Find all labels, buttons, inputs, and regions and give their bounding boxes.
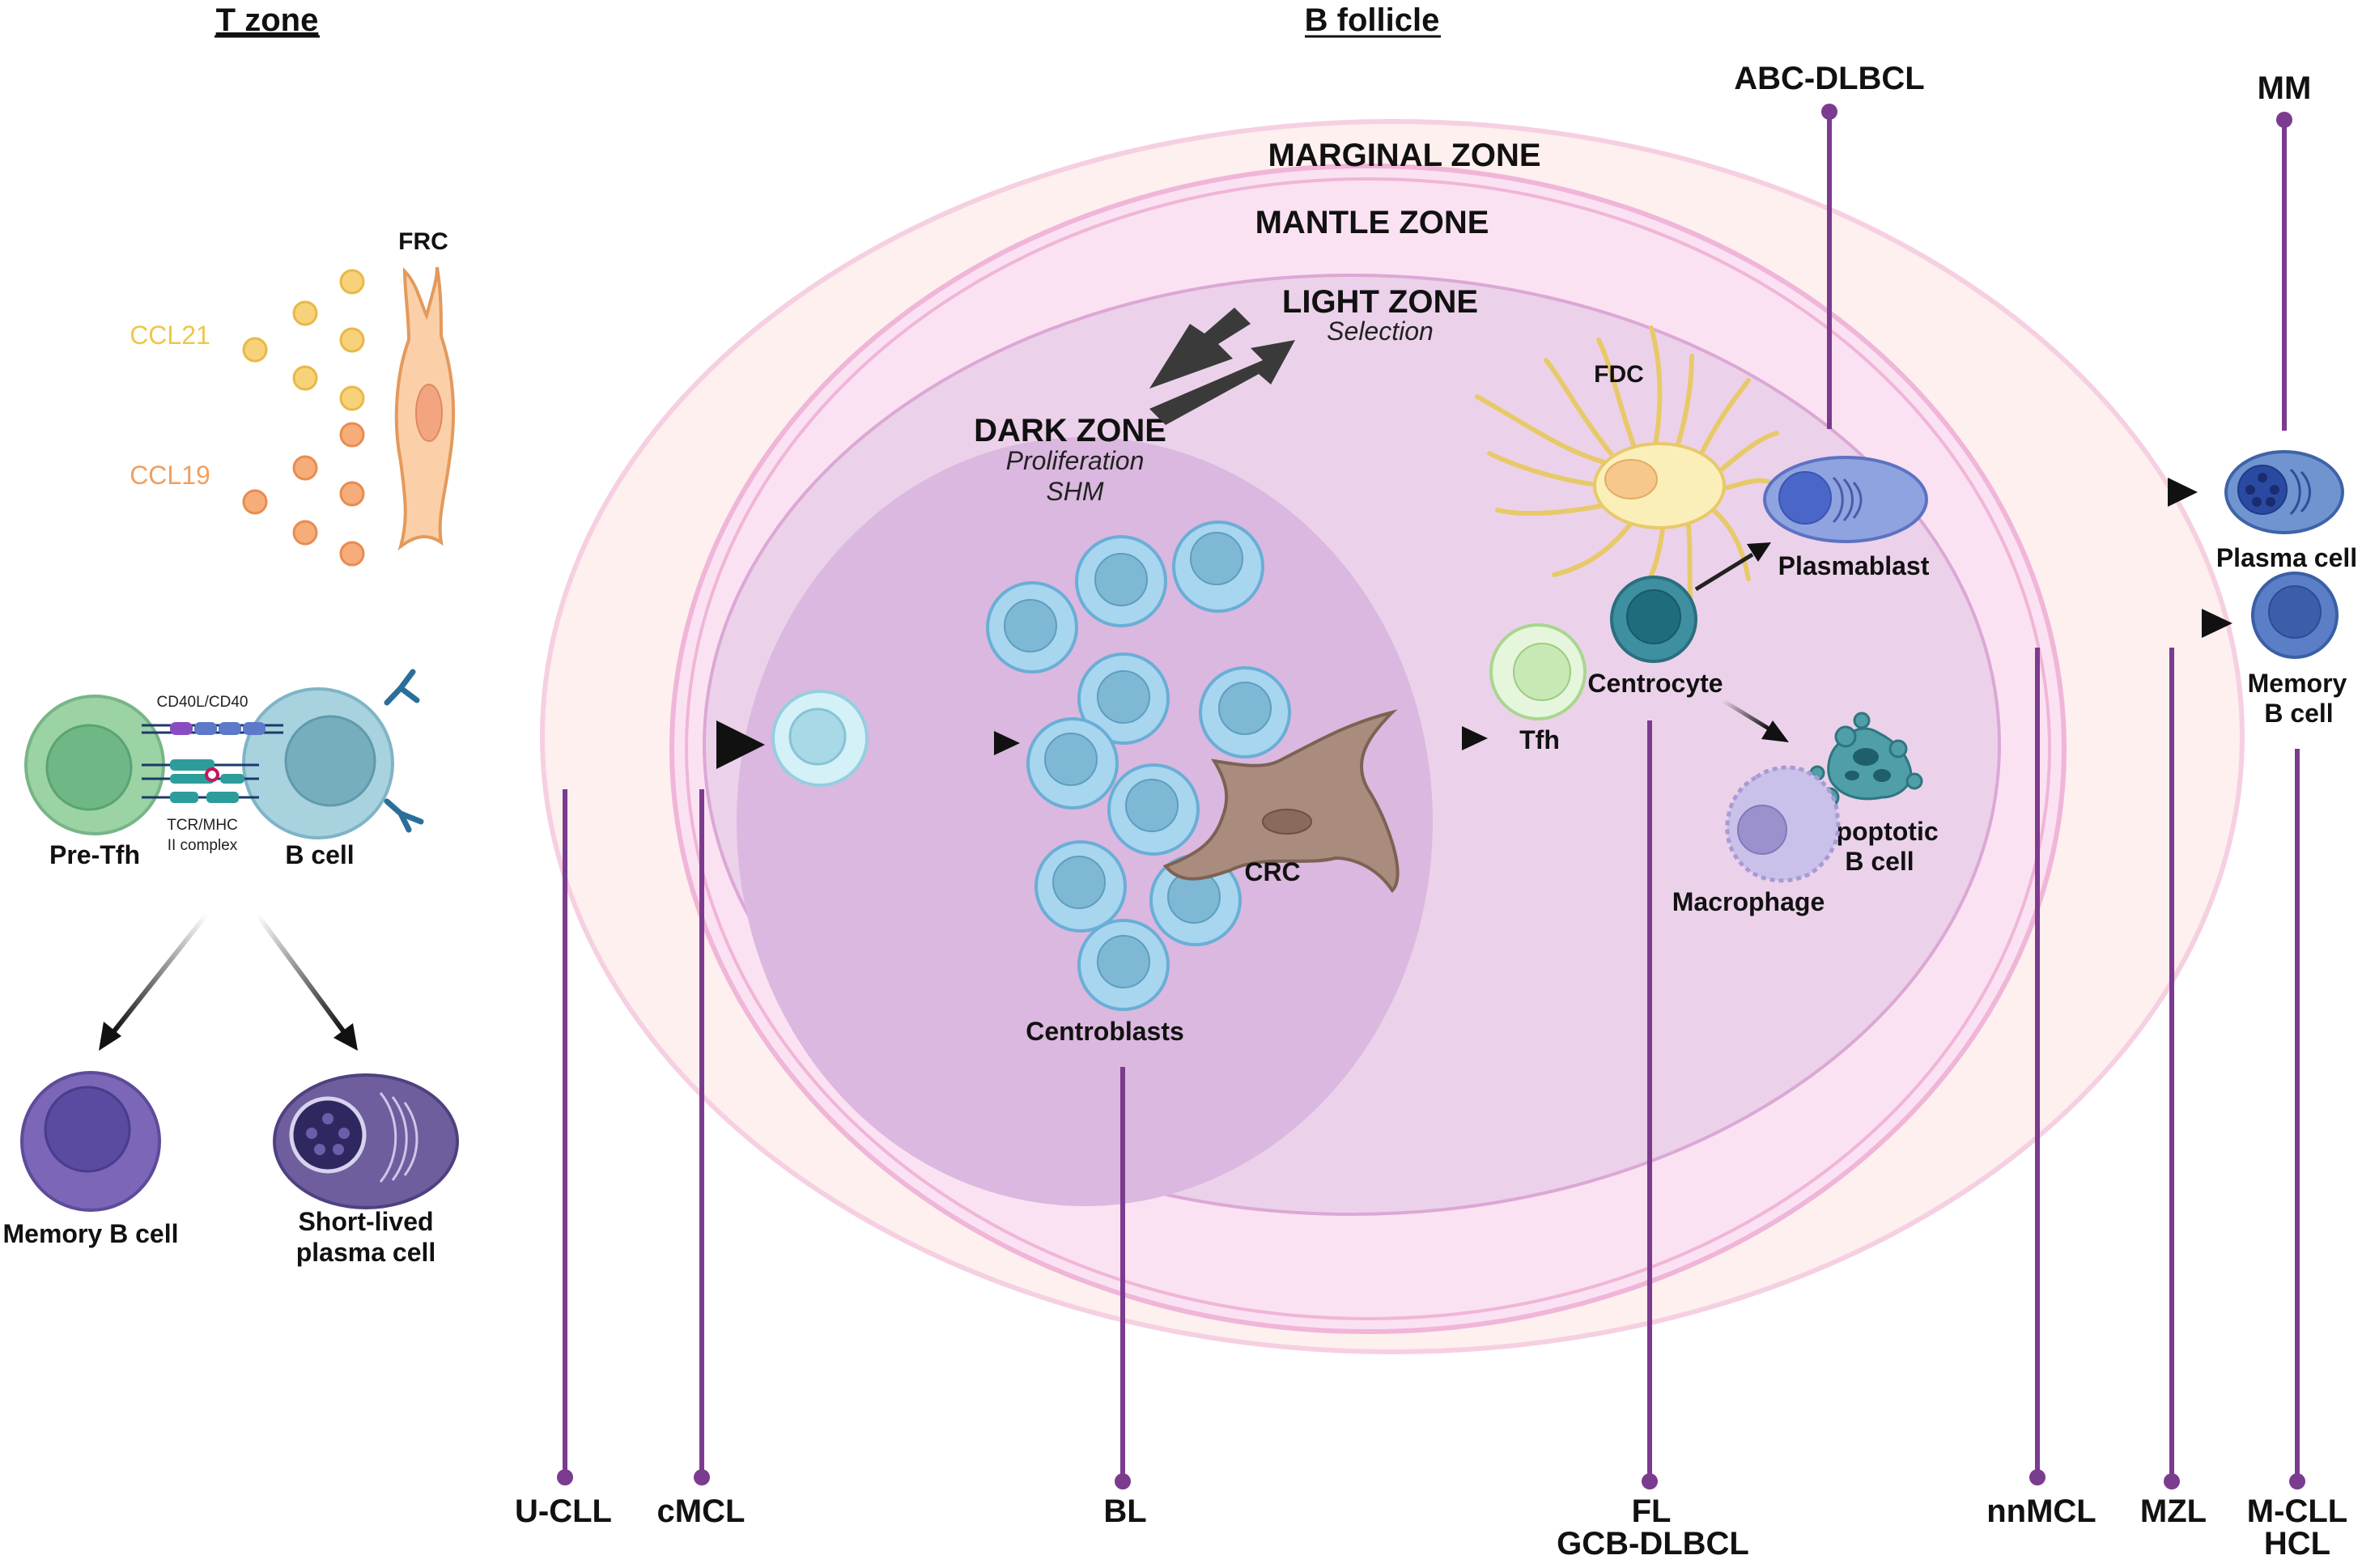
cd40-label: CD40L/CD40 xyxy=(157,694,249,711)
fdc-label: FDC xyxy=(1594,361,1644,388)
arrow-to-plasmablast xyxy=(1694,552,1754,592)
lymphoma-pin-dots-bottom xyxy=(557,1469,2305,1489)
crc-nucleus xyxy=(1262,809,1312,835)
lymphoma-abc-dlbcl: ABC-DLBCL xyxy=(1734,61,1925,96)
plasma-cell-chromatin xyxy=(2245,473,2279,507)
centroblast-cell xyxy=(1077,919,1170,1011)
ccl21-dots xyxy=(242,269,365,411)
centroblasts-label: Centroblasts xyxy=(1026,1017,1184,1046)
arrow-to-memory-left xyxy=(111,913,209,1034)
activated-b-cell-nucleus xyxy=(788,708,847,766)
arrow-to-light-zone xyxy=(1149,340,1295,425)
arrowhead-bcell-to-follicle xyxy=(716,720,765,769)
lymphoma-pins-top xyxy=(1827,112,2287,431)
tcr-label-2: II complex xyxy=(168,837,238,854)
arrowhead-to-plasmablast xyxy=(1747,542,1771,562)
centroblast-cell xyxy=(1077,652,1170,745)
lymphoma-bl: BL xyxy=(1103,1494,1146,1529)
tcr-label-1: TCR/MHC xyxy=(167,817,238,834)
ccl19-label: CCL19 xyxy=(130,461,210,490)
lymphoma-cmcl: cMCL xyxy=(657,1494,746,1529)
fdc-nucleus xyxy=(1604,459,1658,499)
mantle-zone-label: MANTLE ZONE xyxy=(1255,205,1489,240)
arrowhead-to-centroblasts xyxy=(994,731,1020,755)
centroblasts xyxy=(986,521,1291,1011)
centroblast-cell xyxy=(1149,854,1242,946)
light-zone-sublabel: Selection xyxy=(1327,317,1434,346)
lymphoma-mm: MM xyxy=(2258,70,2312,106)
ccl21-label: CCL21 xyxy=(130,321,210,350)
slpc-nucleus xyxy=(289,1096,367,1174)
lymphoma-pin-dots-top xyxy=(1821,104,2292,128)
lymphoma-m-cll: M-CLL xyxy=(2247,1494,2347,1529)
frc-label: FRC xyxy=(398,228,448,255)
centrocyte-label: Centrocyte xyxy=(1587,669,1723,698)
apoptotic-nucleus-fragments xyxy=(1845,748,1891,782)
pre-tfh-label: Pre-Tfh xyxy=(49,840,140,869)
slpc-label-2: plasma cell xyxy=(296,1238,436,1267)
plasmablast-nucleus xyxy=(1778,471,1832,525)
plasmablast-er xyxy=(1832,476,1863,524)
centroblast-cell xyxy=(1034,840,1127,933)
lymphoma-gcb-dlbcl: GCB-DLBCL xyxy=(1557,1526,1749,1562)
centroblast-cell xyxy=(1107,763,1200,856)
cd40-complex xyxy=(142,722,283,735)
lymphoma-pins-bottom xyxy=(563,648,2300,1480)
dark-zone-label: DARK ZONE xyxy=(974,413,1166,448)
b-cell-label: B cell xyxy=(285,840,354,869)
lymphoma-nnmcl: nnMCL xyxy=(1986,1494,2096,1529)
dark-zone-sublabel-1: Proliferation xyxy=(1006,446,1145,475)
centroblast-cell xyxy=(986,581,1078,674)
lymphoma-fl: FL xyxy=(1632,1494,1672,1529)
arrowhead-memory-left xyxy=(99,1022,121,1051)
arrow-to-slpc xyxy=(255,913,346,1034)
arrowhead-to-light-zone-cells xyxy=(1462,726,1488,750)
crc-cell xyxy=(1162,709,1400,894)
centroblast-cell xyxy=(1199,666,1291,759)
plasma-cell-er xyxy=(2289,468,2311,516)
dark-zone-sublabel-2: SHM xyxy=(1046,477,1103,506)
pre-tfh-nucleus xyxy=(45,724,133,811)
tcr-mhc-complex xyxy=(142,759,259,803)
crc-label: CRC xyxy=(1244,857,1300,886)
macrophage-label: Macrophage xyxy=(1672,887,1825,916)
apoptotic-label-2: B cell xyxy=(1845,847,1914,876)
memory-right-label-1: Memory xyxy=(2248,669,2347,698)
lymphoma-mzl: MZL xyxy=(2140,1494,2207,1529)
memory-b-cell-right-nucleus xyxy=(2268,585,2322,639)
centroblast-cell xyxy=(1026,717,1119,809)
dark-zone xyxy=(737,437,1433,1206)
ccl19-dots xyxy=(242,422,365,567)
slpc-er xyxy=(379,1092,418,1183)
macrophage-nucleus xyxy=(1737,805,1787,855)
lymphoma-u-cll: U-CLL xyxy=(515,1494,612,1529)
lymphoma-hcl: HCL xyxy=(2264,1526,2330,1562)
b-cell-nucleus xyxy=(284,715,376,807)
antibody-icon xyxy=(384,669,424,833)
arrowhead-slpc xyxy=(333,1023,358,1051)
arrowhead-to-memory-right xyxy=(2202,609,2232,638)
b-follicle-header: B follicle xyxy=(1305,2,1440,38)
plasma-cell-label: Plasma cell xyxy=(2216,543,2357,572)
centrocyte-nucleus xyxy=(1626,589,1681,644)
tfh-label: Tfh xyxy=(1519,725,1560,754)
arrow-to-apoptotic xyxy=(1721,698,1770,731)
marginal-zone-label: MARGINAL ZONE xyxy=(1268,138,1540,173)
arrow-to-dark-zone xyxy=(1149,308,1251,389)
t-zone-header: T zone xyxy=(216,2,319,38)
memory-b-cell-left-nucleus xyxy=(44,1086,131,1173)
arrowhead-to-apoptotic xyxy=(1761,720,1789,742)
slpc-label-1: Short-lived xyxy=(298,1207,433,1236)
memory-b-cell-left-label: Memory B cell xyxy=(3,1219,179,1248)
tfh-nucleus xyxy=(1513,643,1571,701)
centroblast-cell xyxy=(1075,535,1167,627)
centroblast-cell xyxy=(1172,521,1264,613)
arrowhead-to-plasma-cell xyxy=(2168,478,2198,507)
memory-right-label-2: B cell xyxy=(2264,699,2333,728)
slpc-chromatin xyxy=(306,1113,350,1155)
plasmablast-label: Plasmablast xyxy=(1778,551,1930,580)
frc-nucleus xyxy=(415,384,443,442)
light-zone-label: LIGHT ZONE xyxy=(1282,284,1478,320)
